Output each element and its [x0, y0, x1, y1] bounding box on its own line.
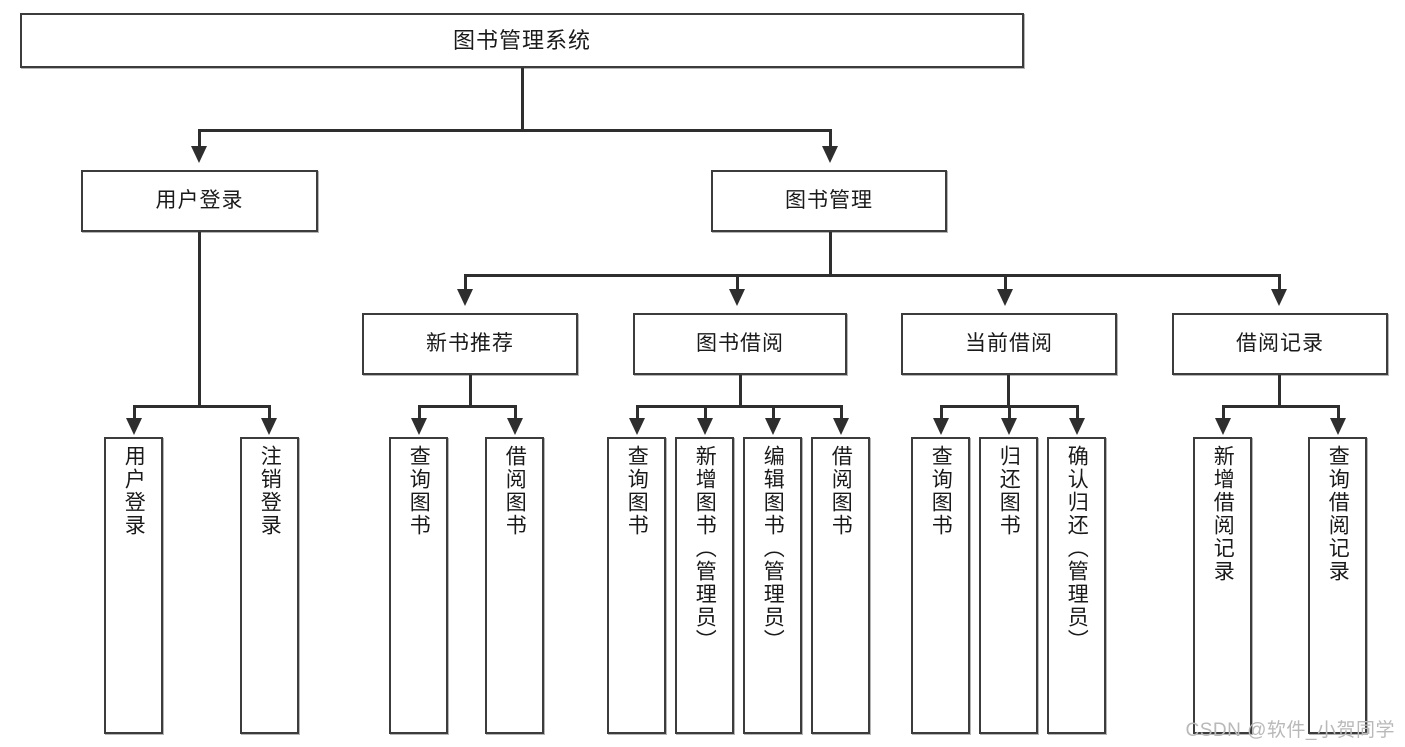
connector-drop-borrow-record [1278, 274, 1281, 291]
connector-drop-bb-1 [636, 405, 639, 420]
connector-current-borrow-stem [1007, 375, 1010, 407]
arrowhead-ul-1 [126, 418, 142, 435]
connector-borrow-record-bus [1222, 405, 1340, 408]
connector-new-book-bus [418, 405, 517, 408]
node-user-login[interactable]: 用户登录 [81, 170, 318, 232]
connector-book-mgmt-bus [464, 274, 1281, 277]
arrowhead-book-mgmt [822, 146, 838, 163]
leaf-current-borrow-return[interactable]: 归还图书 [979, 437, 1038, 734]
connector-drop-br-2 [1337, 405, 1340, 420]
node-label: 归还图书 [997, 445, 1021, 537]
node-label: 借阅记录 [1236, 331, 1324, 355]
leaf-current-borrow-confirm[interactable]: 确认归还（管理员） [1047, 437, 1106, 734]
connector-drop-ul-1 [133, 405, 136, 420]
connector-drop-nb-1 [418, 405, 421, 420]
arrowhead-bb-4 [833, 418, 849, 435]
connector-new-book-stem [469, 375, 472, 407]
connector-drop-bb-2 [704, 405, 707, 420]
connector-drop-ul-2 [268, 405, 271, 420]
node-label: 图书管理系统 [452, 27, 591, 53]
connector-drop-br-1 [1222, 405, 1225, 420]
connector-drop-book-borrow [736, 274, 739, 291]
leaf-user-login-login[interactable]: 用户登录 [104, 437, 163, 734]
connector-drop-new-book [464, 274, 467, 291]
connector-book-borrow-stem [739, 375, 742, 407]
connector-drop-nb-2 [514, 405, 517, 420]
arrowhead-cb-2 [1001, 418, 1017, 435]
node-current-borrow[interactable]: 当前借阅 [901, 313, 1117, 375]
connector-drop-user-login [198, 129, 201, 148]
arrowhead-new-book [457, 289, 473, 306]
connector-drop-current-borrow [1004, 274, 1007, 291]
node-label: 编辑图书（管理员） [761, 445, 785, 652]
node-label: 查询借阅记录 [1326, 445, 1350, 583]
arrowhead-current-borrow [997, 289, 1013, 306]
arrowhead-bb-3 [765, 418, 781, 435]
node-label: 查询图书 [625, 445, 649, 537]
arrowhead-bb-1 [629, 418, 645, 435]
arrowhead-nb-2 [507, 418, 523, 435]
node-label: 查询图书 [929, 445, 953, 537]
connector-root-bus [198, 129, 832, 132]
node-new-book-recommend[interactable]: 新书推荐 [362, 313, 578, 375]
leaf-book-borrow-borrow[interactable]: 借阅图书 [811, 437, 870, 734]
leaf-user-login-logout[interactable]: 注销登录 [240, 437, 299, 734]
node-borrow-record[interactable]: 借阅记录 [1172, 313, 1388, 375]
node-label: 借阅图书 [829, 445, 853, 537]
node-label: 借阅图书 [503, 445, 527, 537]
node-label: 当前借阅 [965, 331, 1053, 355]
arrowhead-bb-2 [697, 418, 713, 435]
arrowhead-book-borrow [729, 289, 745, 306]
node-label: 用户登录 [122, 445, 146, 537]
node-label: 图书管理 [785, 188, 873, 212]
arrowhead-nb-1 [411, 418, 427, 435]
leaf-book-borrow-add[interactable]: 新增图书（管理员） [675, 437, 734, 734]
node-label: 确认归还（管理员） [1065, 445, 1089, 652]
node-label: 查询图书 [407, 445, 431, 537]
leaf-borrow-record-query[interactable]: 查询借阅记录 [1308, 437, 1367, 734]
leaf-borrow-record-add[interactable]: 新增借阅记录 [1193, 437, 1252, 734]
arrowhead-borrow-record [1271, 289, 1287, 306]
connector-drop-cb-2 [1008, 405, 1011, 420]
arrowhead-br-1 [1215, 418, 1231, 435]
arrowhead-ul-2 [261, 418, 277, 435]
node-label: 新书推荐 [426, 331, 514, 355]
connector-drop-book-mgmt [829, 129, 832, 148]
leaf-new-book-query[interactable]: 查询图书 [389, 437, 448, 734]
node-root-system[interactable]: 图书管理系统 [20, 13, 1024, 68]
node-label: 注销登录 [258, 445, 282, 537]
connector-drop-cb-1 [940, 405, 943, 420]
connector-book-mgmt-stem [829, 232, 832, 276]
node-book-management[interactable]: 图书管理 [711, 170, 947, 232]
connector-user-login-stem [198, 232, 201, 407]
arrowhead-user-login [191, 146, 207, 163]
node-label: 用户登录 [155, 188, 244, 212]
connector-root-stem [521, 68, 524, 131]
arrowhead-cb-3 [1069, 418, 1085, 435]
leaf-book-borrow-query[interactable]: 查询图书 [607, 437, 666, 734]
leaf-book-borrow-edit[interactable]: 编辑图书（管理员） [743, 437, 802, 734]
arrowhead-cb-1 [933, 418, 949, 435]
node-label: 图书借阅 [696, 331, 784, 355]
connector-borrow-record-stem [1278, 375, 1281, 407]
arrowhead-br-2 [1330, 418, 1346, 435]
connector-drop-bb-3 [772, 405, 775, 420]
leaf-new-book-borrow[interactable]: 借阅图书 [485, 437, 544, 734]
node-label: 新增图书（管理员） [693, 445, 717, 652]
connector-drop-bb-4 [840, 405, 843, 420]
connector-book-borrow-bus [636, 405, 843, 408]
node-label: 新增借阅记录 [1211, 445, 1235, 583]
leaf-current-borrow-query[interactable]: 查询图书 [911, 437, 970, 734]
connector-drop-cb-3 [1076, 405, 1079, 420]
node-book-borrow[interactable]: 图书借阅 [633, 313, 847, 375]
connector-user-login-bus [133, 405, 270, 408]
